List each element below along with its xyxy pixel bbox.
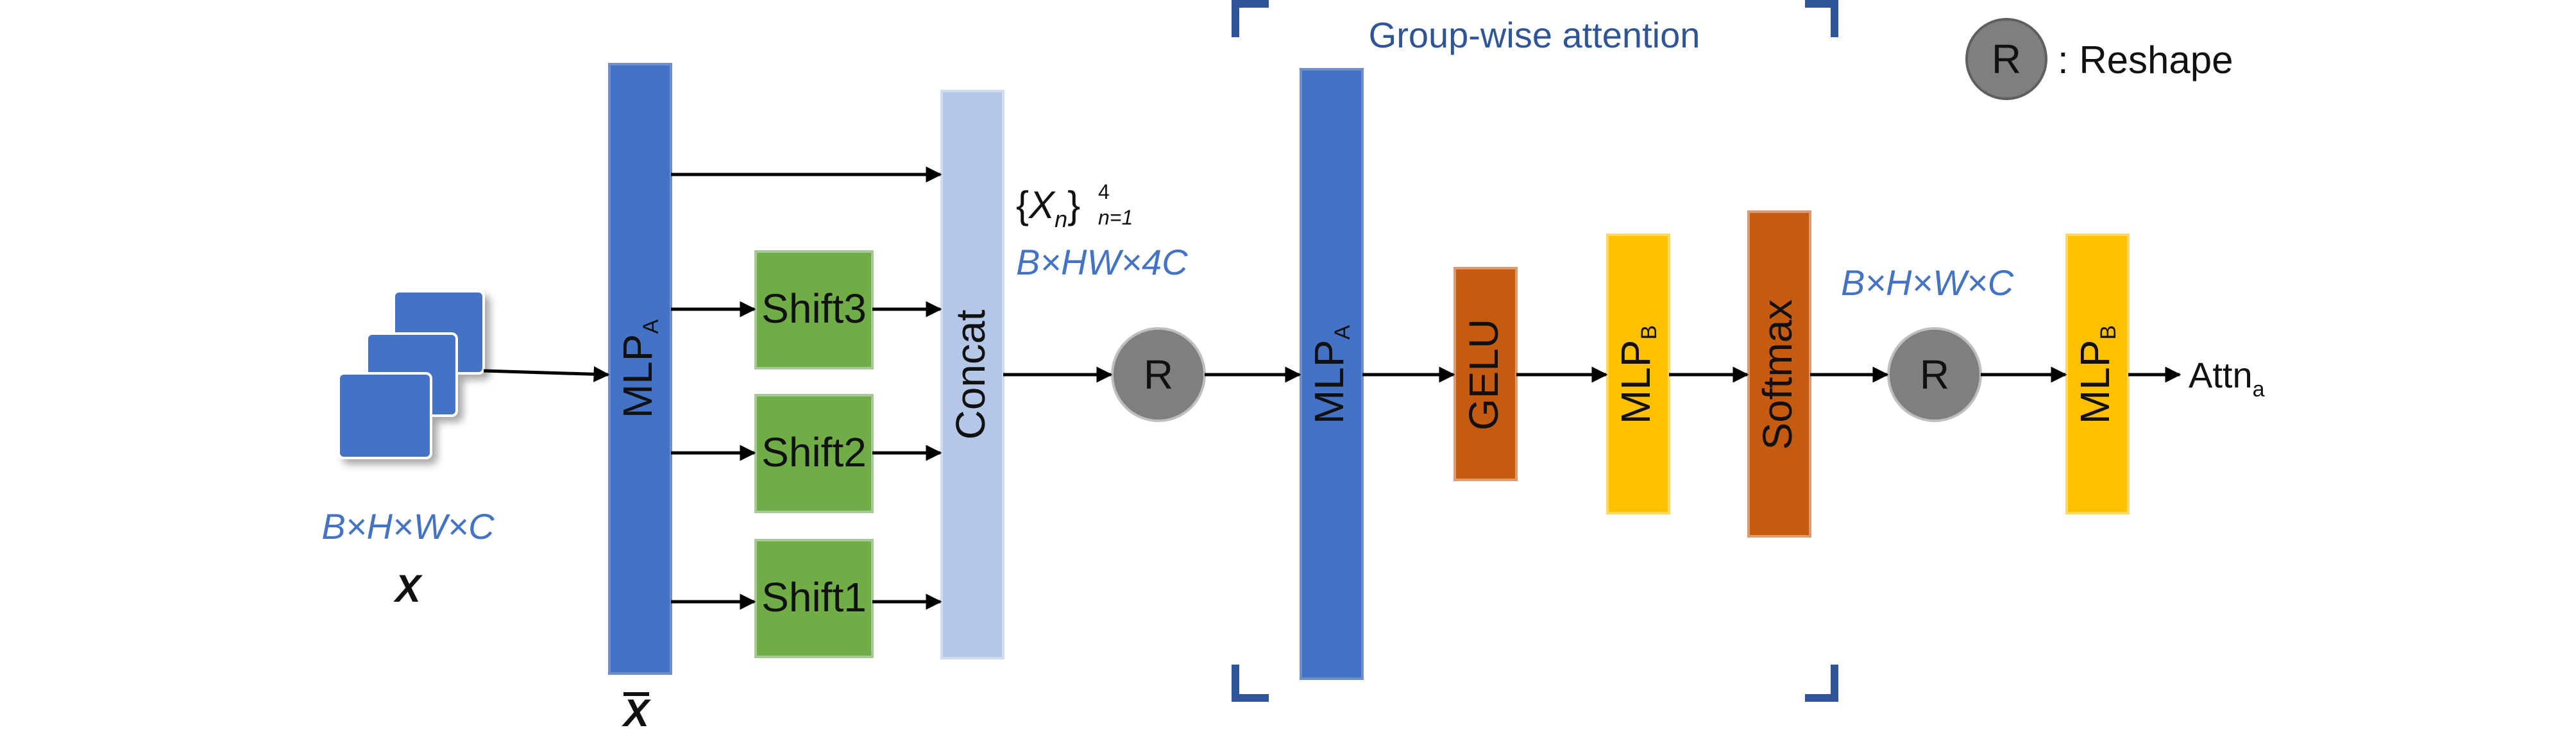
concat-output-sup: 4 bbox=[1098, 180, 1110, 203]
arrows bbox=[483, 166, 2182, 610]
concat-output-shape: B×HW×4C bbox=[1016, 242, 1188, 282]
mlp-a-left-block bbox=[608, 63, 672, 675]
legend: R : Reshape bbox=[1965, 18, 2233, 100]
gelu-block bbox=[1453, 267, 1518, 481]
input-tensor-icon bbox=[337, 290, 485, 459]
softmax-label: Softmax bbox=[1754, 300, 1801, 450]
legend-reshape-circle bbox=[1965, 18, 2047, 100]
bracket-bottom-left bbox=[1232, 665, 1269, 702]
input-shape-label: B×H×W×C bbox=[321, 506, 495, 547]
mlp-b1-label: MLPB bbox=[1613, 325, 1661, 424]
gelu-label: GELU bbox=[1461, 319, 1507, 430]
output-label: Attna bbox=[2189, 355, 2265, 402]
reshape2-label: R bbox=[1920, 352, 1949, 398]
softmax-block bbox=[1747, 210, 1811, 538]
input-symbol: X bbox=[393, 567, 423, 610]
mlp-a-right-block bbox=[1300, 68, 1364, 680]
mlp-a-left-label: MLPA bbox=[614, 319, 663, 419]
legend-reshape-symbol: R bbox=[1992, 36, 2021, 82]
bracket-title: Group-wise attention bbox=[1369, 15, 1700, 55]
concat-output-set: {Xn} bbox=[1016, 183, 1080, 232]
shift3-label: Shift3 bbox=[761, 285, 867, 332]
mlp-b2-block bbox=[2065, 234, 2130, 514]
concat-label: Concat bbox=[947, 309, 994, 439]
bracket-bottom-right bbox=[1805, 665, 1838, 702]
bracket-top-left bbox=[1232, 0, 1269, 37]
softmax-output-shape: B×H×W×C bbox=[1841, 262, 2014, 303]
shift2-label: Shift2 bbox=[761, 429, 867, 475]
shift1-label: Shift1 bbox=[761, 574, 867, 620]
mlp-b2-label: MLPB bbox=[2072, 325, 2121, 424]
legend-reshape-text: : Reshape bbox=[2058, 38, 2233, 81]
reshape1-label: R bbox=[1144, 352, 1173, 398]
group-wise-attention-bracket bbox=[1232, 0, 1838, 702]
concat-output-sub: n=1 bbox=[1098, 206, 1133, 229]
x-bar-symbol: X bbox=[622, 692, 652, 735]
input-layer-front bbox=[337, 372, 432, 459]
bracket-top-right bbox=[1805, 0, 1838, 37]
arrow-input-to-mlp-a bbox=[483, 366, 610, 382]
mlp-a-right-label: MLPA bbox=[1306, 325, 1355, 425]
shift2-block bbox=[754, 394, 874, 513]
